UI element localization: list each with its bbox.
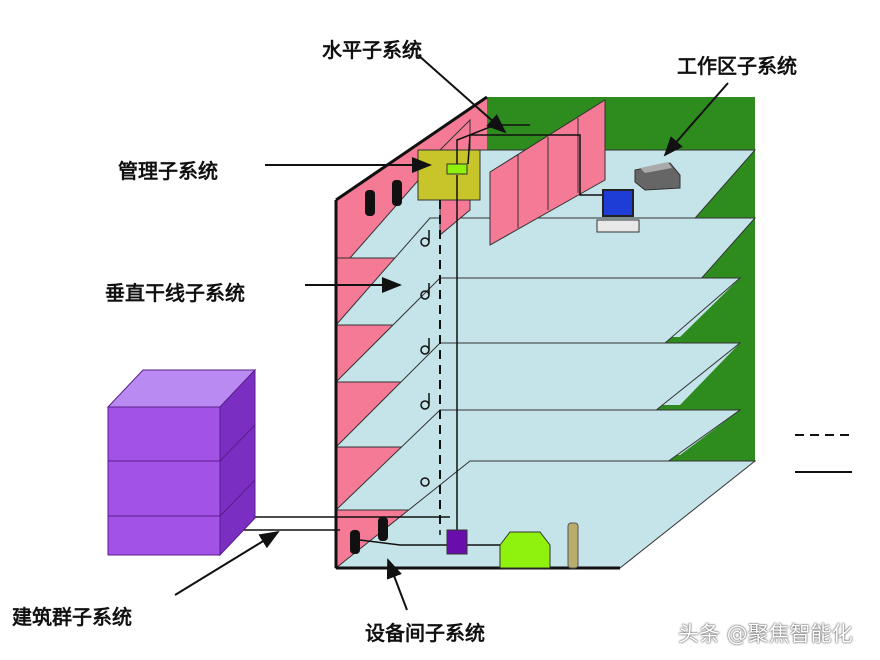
monitor-icon bbox=[602, 189, 634, 217]
callout-arrows bbox=[174, 54, 729, 611]
campus-building bbox=[106, 368, 257, 557]
label-equipment-room-subsystem: 设备间子系统 bbox=[365, 621, 485, 645]
label-management-subsystem: 管理子系统 bbox=[118, 159, 218, 183]
workstation bbox=[596, 162, 681, 233]
label-vertical-backbone-subsystem: 垂直干线子系统 bbox=[105, 281, 245, 305]
patch-panel bbox=[446, 163, 468, 175]
keyboard-icon bbox=[596, 219, 640, 233]
equipment-cylinder bbox=[567, 522, 579, 569]
equipment-switch bbox=[446, 529, 468, 555]
floor-outlets bbox=[420, 230, 430, 487]
label-horizontal-subsystem: 水平子系统 bbox=[322, 38, 422, 62]
watermark: 头条 @聚焦智能化 bbox=[678, 622, 853, 646]
label-campus-subsystem: 建筑群子系统 bbox=[12, 605, 132, 629]
horizontal-cables bbox=[456, 124, 605, 196]
rack-unit-top-2 bbox=[392, 180, 402, 206]
rack-unit-bottom-2 bbox=[378, 517, 388, 541]
rack-unit-top-1 bbox=[365, 190, 375, 216]
rack-unit-bottom-1 bbox=[350, 530, 360, 554]
label-work-area-subsystem: 工作区子系统 bbox=[677, 54, 797, 78]
equipment-server bbox=[499, 531, 551, 569]
management-closet bbox=[417, 149, 481, 201]
